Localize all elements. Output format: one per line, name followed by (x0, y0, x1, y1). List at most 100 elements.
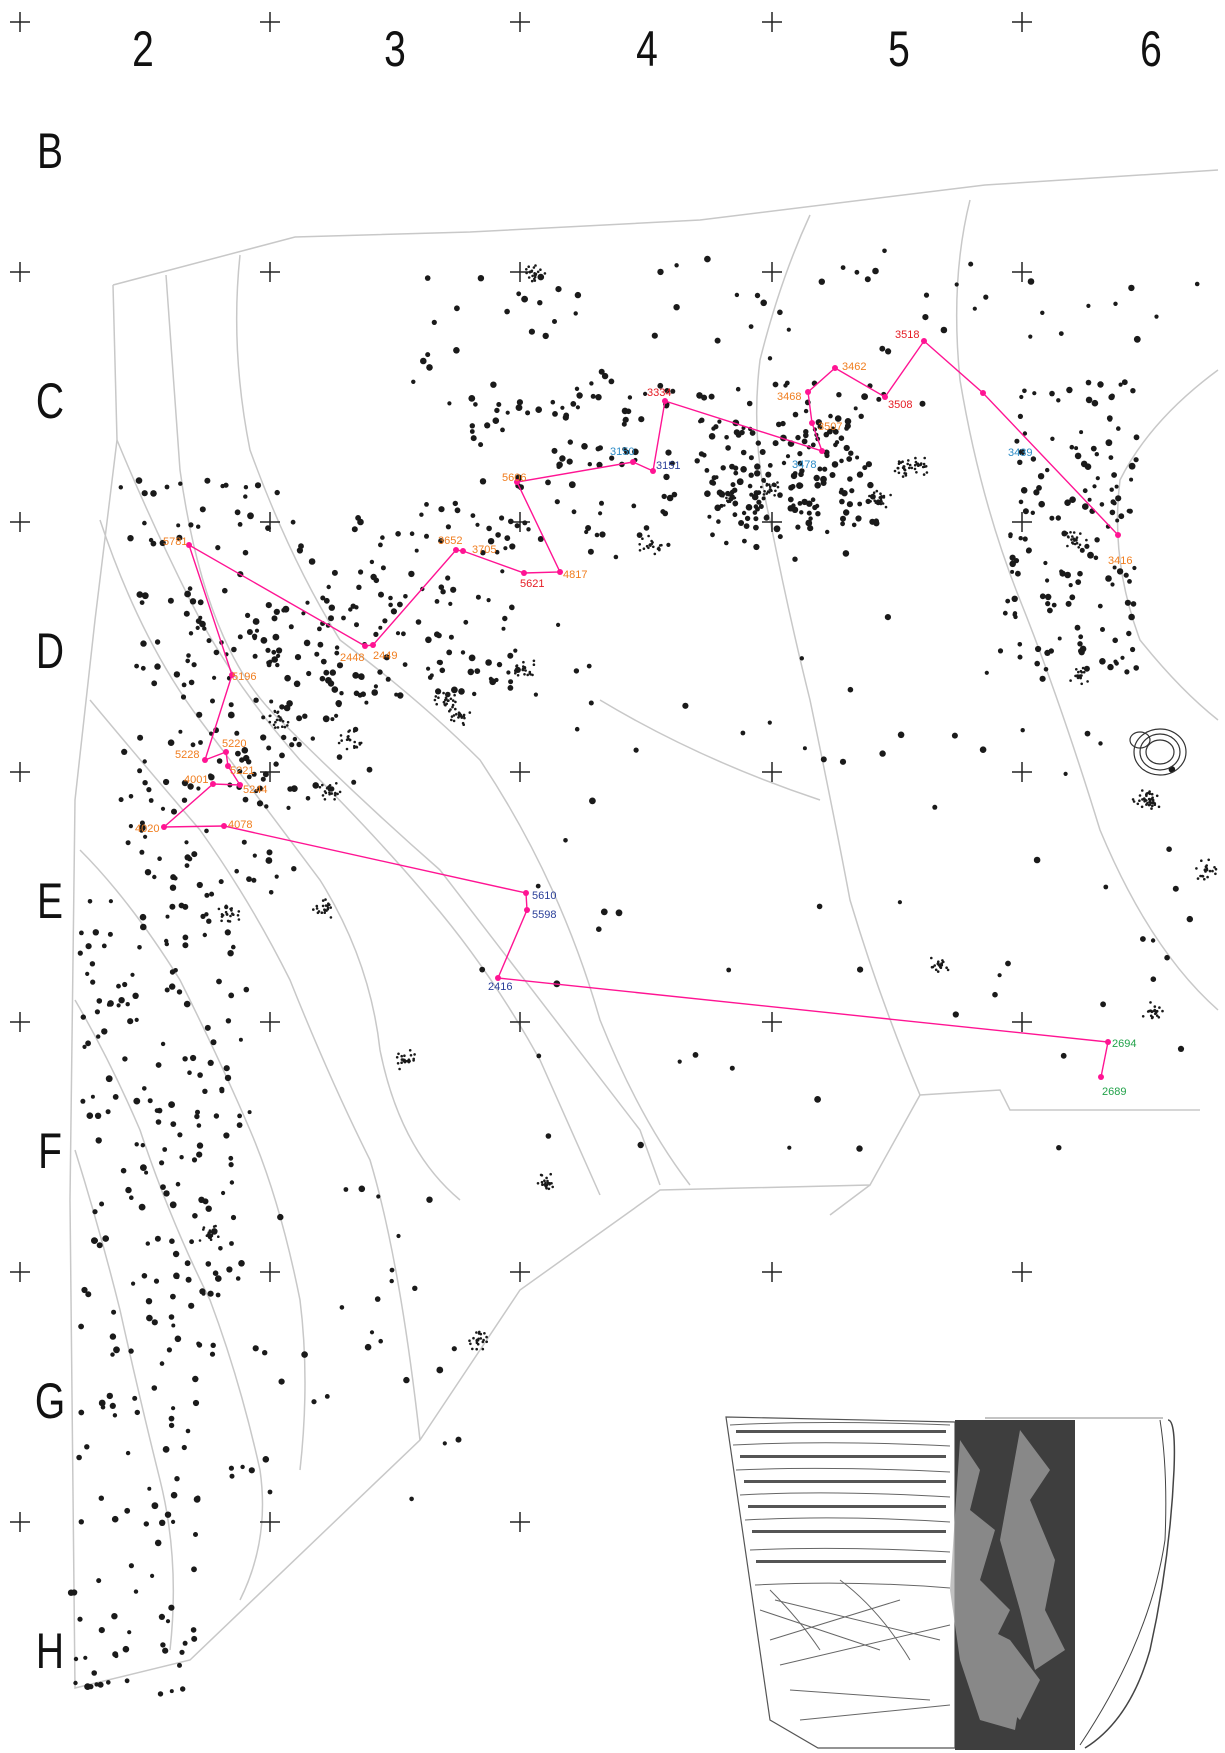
artifact-dot (105, 1075, 113, 1083)
artifact-dot (182, 934, 189, 941)
artifact-dot (596, 926, 602, 932)
artifact-dot (196, 1342, 203, 1348)
artifact-dot (269, 699, 274, 704)
artifact-dot (717, 419, 722, 424)
artifact-dot (178, 729, 183, 734)
artifact-dot (754, 463, 761, 470)
artifact-dot (93, 1238, 98, 1244)
artifact-dot (127, 1630, 132, 1635)
artifact-dot (554, 499, 560, 505)
artifact-dot (932, 804, 938, 810)
artifact-dot (107, 931, 113, 937)
artifact-dot (260, 637, 268, 644)
artifact-dot (1092, 484, 1097, 489)
artifact-dot (133, 1097, 141, 1105)
artifact-dot (256, 800, 264, 807)
artifact-dot (787, 1145, 792, 1150)
artifact-dot (171, 1519, 176, 1524)
artifact-dot (96, 1578, 102, 1584)
grid-cross (260, 12, 280, 32)
artifact-dot (168, 1415, 175, 1422)
artifact-dot (302, 713, 308, 719)
artifact-dot (1056, 1145, 1062, 1151)
artifact-dot (615, 909, 623, 917)
artifact-dot (260, 776, 266, 782)
artifact-dot (292, 736, 298, 742)
numbered-point-2694: 2694 (1105, 1038, 1136, 1050)
artifact-dot (142, 780, 148, 786)
artifact-dot (742, 538, 747, 544)
artifact-dot (168, 1422, 175, 1429)
artifact-dot (567, 439, 573, 445)
artifact-dot (791, 503, 796, 508)
row-label-D: D (35, 623, 65, 679)
artifact-dot (237, 522, 243, 527)
artifact-dot (535, 883, 541, 889)
artifact-dot (1084, 463, 1092, 471)
artifact-dot (288, 624, 294, 630)
point-label: 3508 (888, 399, 912, 411)
grid-cross (762, 762, 782, 782)
artifact-dot (600, 908, 608, 916)
artifact-dot (839, 758, 847, 765)
artifact-dot (473, 402, 478, 407)
artifact-dot (526, 527, 531, 532)
artifact-cluster (1131, 789, 1154, 810)
artifact-dot (576, 392, 583, 399)
artifact-dot (317, 626, 322, 632)
artifact-dot (922, 314, 929, 321)
artifact-dot (1093, 555, 1099, 561)
grid-cross (10, 1262, 30, 1282)
contour-line (599, 699, 821, 801)
artifact-dot (336, 754, 343, 760)
artifact-dot (323, 669, 330, 676)
artifact-dot (1069, 444, 1075, 450)
artifact-dot (879, 345, 886, 352)
artifact-dot (842, 550, 850, 557)
artifact-dot (369, 559, 375, 565)
artifact-dot (504, 308, 510, 315)
point-label: 3150 (610, 446, 634, 458)
artifact-dot (442, 1441, 447, 1446)
artifact-dot (204, 912, 209, 917)
artifact-dot (1108, 455, 1114, 460)
artifact-dot (141, 592, 149, 600)
artifact-dot (555, 286, 562, 293)
artifact-dot (1043, 560, 1048, 566)
artifact-dot (1100, 627, 1105, 632)
artifact-dot (111, 1515, 119, 1523)
artifact-dots (67, 248, 1200, 1697)
artifact-dot (528, 328, 536, 335)
artifact-dot (708, 393, 715, 400)
artifact-dot (159, 539, 166, 547)
artifact-dot (494, 407, 500, 414)
artifact-dot (320, 658, 327, 665)
artifact-dot (331, 569, 338, 576)
artifact-dot (213, 1113, 220, 1119)
artifact-dot (275, 609, 280, 614)
artifact-dot (281, 734, 287, 741)
artifact-dot (436, 1366, 444, 1374)
artifact-dot (225, 1018, 232, 1024)
artifact-dot (879, 750, 886, 757)
artifact-dot (733, 429, 740, 436)
artifact-dot (1020, 728, 1025, 733)
numbered-point-3150: 3150 (610, 446, 636, 465)
numbered-point-4020: 4020 (135, 823, 167, 835)
artifact-dot (820, 756, 827, 763)
grid-cross (510, 1512, 530, 1532)
artifact-dot (224, 929, 231, 936)
artifact-dot (759, 449, 766, 455)
artifact-dot (236, 1122, 243, 1128)
grid-cross (762, 262, 782, 282)
artifact-dot (551, 447, 558, 454)
artifact-dot (243, 485, 249, 490)
artifact-dot (872, 267, 879, 275)
artifact-dot (264, 804, 269, 809)
artifact-cluster (318, 782, 342, 801)
artifact-dot (445, 575, 451, 581)
artifact-dot (174, 1476, 180, 1482)
artifact-dot (777, 492, 783, 498)
artifact-dot (112, 1094, 119, 1100)
artifact-dot (212, 1270, 219, 1276)
